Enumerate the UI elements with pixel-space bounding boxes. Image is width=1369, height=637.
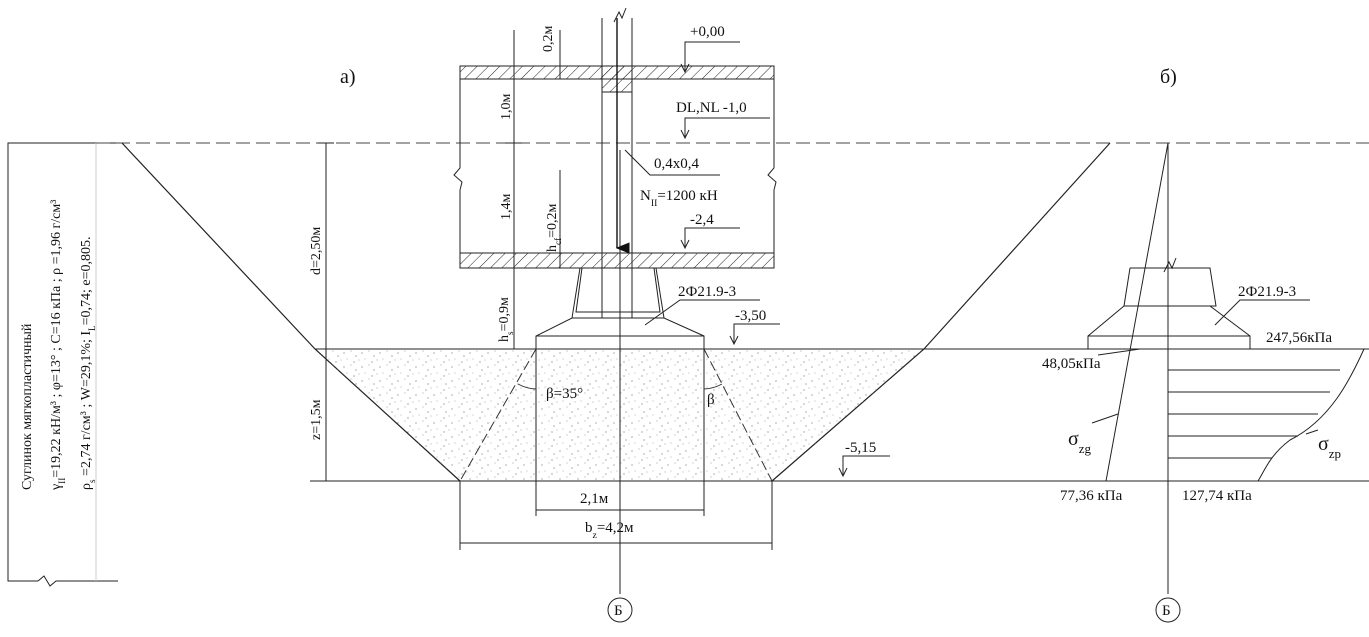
dim-h1: 1,0м — [499, 94, 514, 121]
axis-label-a: Б — [614, 603, 623, 619]
dim-z: z=1,5м — [309, 399, 324, 440]
view-label-a: а) — [340, 66, 356, 88]
level-cushion-base: -5,15 — [845, 440, 876, 456]
view-label-b: б) — [1160, 66, 1177, 88]
load-label: NII=1200 кН — [640, 188, 718, 209]
stress-top-left: 48,05кПа — [1042, 356, 1101, 372]
axis-label-b: Б — [1162, 603, 1171, 619]
dim-hcf: hcf=0,2м — [545, 204, 563, 252]
angle-beta-35: β=35° — [546, 386, 583, 402]
ground-and-pit — [96, 142, 1369, 482]
dim-slab-top: 0,2м — [541, 26, 556, 53]
footing-label-b: 2Ф21.9-3 — [1238, 284, 1296, 300]
stress-bottom-right: 127,74 кПа — [1182, 488, 1252, 504]
dim-bz: bz=4,2м — [585, 520, 634, 541]
dim-hs: hs=0,9м — [497, 297, 515, 342]
dimension-chain-vertical — [318, 30, 565, 482]
dim-d: d=2,50м — [309, 227, 324, 275]
angle-beta: β — [707, 392, 715, 408]
level-marks — [624, 41, 890, 478]
soil-props-line1: γII=19,22 кН/м³ ; φ=13° ; С=16 кПа ; ρ =… — [49, 200, 67, 491]
soil-description-box: Суглинок мягкопластичный γII=19,22 кН/м³… — [7, 142, 118, 587]
building-section — [453, 7, 777, 594]
stress-top-right: 247,56кПа — [1266, 330, 1332, 346]
level-zero: +0,00 — [690, 24, 725, 40]
footing-label-a: 2Ф21.9-3 — [678, 284, 736, 300]
level-floor: -2,4 — [690, 212, 714, 228]
axis-marker-b: Б — [1155, 597, 1181, 623]
stress-bottom-left: 77,36 кПа — [1060, 488, 1123, 504]
soil-name: Суглинок мягкопластичный — [20, 323, 35, 490]
level-dl-nl: DL,NL -1,0 — [676, 100, 747, 116]
sigma-zg: σzg — [1068, 428, 1092, 456]
soil-props-line2: ρs =2,74 г/см³ ; W=29,1%; IL=0,74; e=0,8… — [79, 236, 97, 490]
column-size: 0,4x0,4 — [654, 156, 700, 172]
dimension-horizontal — [459, 481, 773, 550]
axis-marker-a: Б — [607, 597, 633, 623]
dim-h2: 1,4м — [499, 194, 514, 221]
level-footing-base: -3,50 — [735, 308, 766, 324]
stress-diagram — [1087, 142, 1365, 594]
dim-width-2-1: 2,1м — [580, 491, 609, 507]
pressure-spread: β=35° β — [459, 348, 773, 482]
sigma-zp: σzp — [1318, 433, 1341, 461]
